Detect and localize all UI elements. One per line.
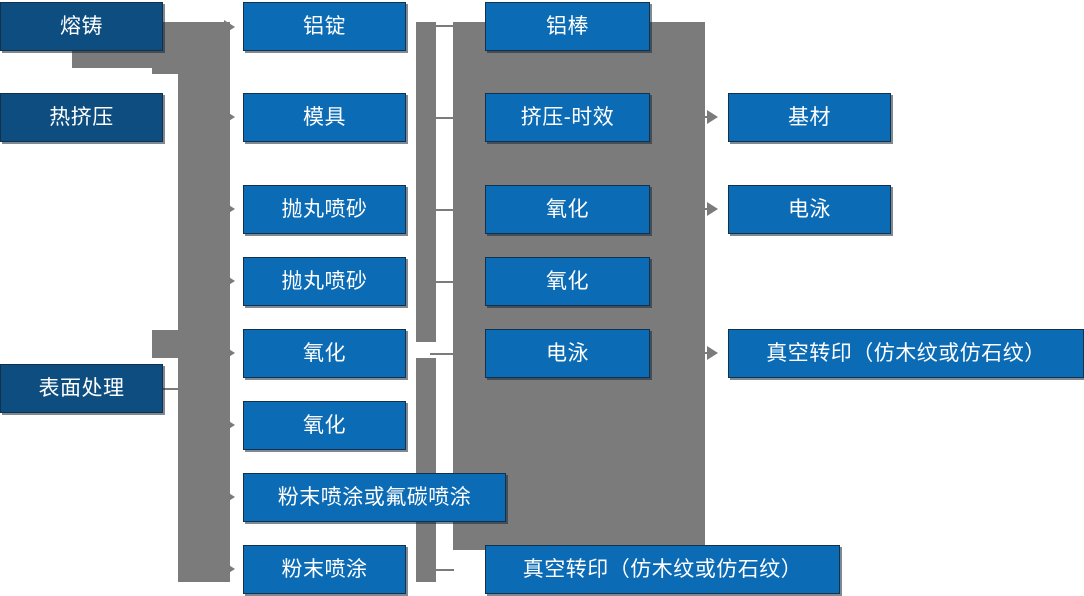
arrow-to-powder-or-fluorocarbon xyxy=(224,490,235,504)
node-oxidation-2[interactable]: 氧化 xyxy=(243,401,406,450)
node-oxidation-3[interactable]: 氧化 xyxy=(485,185,650,234)
arrow-to-electrophoresis-2 xyxy=(707,202,718,216)
node-label: 基材 xyxy=(788,106,831,129)
node-extrusion-aging[interactable]: 挤压-时效 xyxy=(485,93,650,142)
connector-stub-base-material xyxy=(697,116,709,118)
arrow-to-vacuum-transfer-right xyxy=(707,346,718,360)
node-shot-blasting-1[interactable]: 抛丸喷砂 xyxy=(243,185,406,234)
node-label: 氧化 xyxy=(546,198,589,221)
node-label: 模具 xyxy=(303,106,346,129)
connector-tooth-6 xyxy=(430,569,454,571)
node-label: 表面处理 xyxy=(38,377,125,400)
node-powder-coating[interactable]: 粉末喷涂 xyxy=(243,545,406,594)
node-label: 真空转印（仿木纹或仿石纹） xyxy=(522,558,803,581)
node-label: 电泳 xyxy=(546,342,589,365)
node-aluminum-ingot[interactable]: 铝锭 xyxy=(243,2,406,51)
node-mold[interactable]: 模具 xyxy=(243,93,406,142)
arrow-to-oxidation-2 xyxy=(224,418,235,432)
node-surface-treatment[interactable]: 表面处理 xyxy=(0,364,163,413)
connector-stub-vacuum-transfer xyxy=(697,352,709,354)
node-label: 挤压-时效 xyxy=(520,106,615,129)
node-base-material[interactable]: 基材 xyxy=(728,93,891,142)
connector-stub-electrophoresis-2 xyxy=(697,208,709,210)
connector-band-mid-bar xyxy=(416,22,436,342)
connector-tooth-1 xyxy=(430,25,454,27)
node-label: 铝锭 xyxy=(303,15,346,38)
node-label: 粉末喷涂 xyxy=(281,558,368,581)
arrow-to-base-material xyxy=(707,110,718,124)
node-oxidation-1[interactable]: 氧化 xyxy=(243,329,406,378)
node-aluminum-bar[interactable]: 铝棒 xyxy=(485,2,650,51)
connector-tooth-4 xyxy=(430,281,454,283)
node-electrophoresis-1[interactable]: 电泳 xyxy=(485,329,650,378)
arrow-to-mold xyxy=(224,110,235,124)
node-hot-extrusion[interactable]: 热挤压 xyxy=(0,93,163,142)
connector-band-left-main xyxy=(178,22,230,582)
arrow-to-oxidation-1 xyxy=(224,346,235,360)
node-label: 氧化 xyxy=(546,270,589,293)
connector-band-mid-bar-lower xyxy=(416,358,436,582)
node-label: 电泳 xyxy=(788,198,831,221)
node-melting-casting[interactable]: 熔铸 xyxy=(0,2,163,51)
arrow-to-powder-coating xyxy=(224,562,235,576)
node-label: 熔铸 xyxy=(60,15,103,38)
node-label: 铝棒 xyxy=(546,15,589,38)
node-vacuum-transfer-right[interactable]: 真空转印（仿木纹或仿石纹） xyxy=(728,329,1084,378)
node-label: 热挤压 xyxy=(49,106,114,129)
node-label: 真空转印（仿木纹或仿石纹） xyxy=(766,342,1046,365)
node-label: 抛丸喷砂 xyxy=(281,270,368,293)
node-label: 氧化 xyxy=(303,414,346,437)
node-vacuum-transfer-bottom[interactable]: 真空转印（仿木纹或仿石纹） xyxy=(485,545,840,594)
node-oxidation-4[interactable]: 氧化 xyxy=(485,257,650,306)
connector-tooth-3 xyxy=(430,209,454,211)
connector-tooth-2 xyxy=(430,117,454,119)
arrow-to-shot-blasting-2 xyxy=(224,274,235,288)
node-electrophoresis-2[interactable]: 电泳 xyxy=(728,185,891,234)
node-label: 氧化 xyxy=(303,342,346,365)
node-shot-blasting-2[interactable]: 抛丸喷砂 xyxy=(243,257,406,306)
node-powder-or-fluorocarbon[interactable]: 粉末喷涂或氟碳喷涂 xyxy=(243,473,506,522)
arrow-to-aluminum-ingot xyxy=(224,20,235,34)
arrow-to-shot-blasting-1 xyxy=(224,202,235,216)
connector-tooth-5 xyxy=(430,353,454,355)
connector-band-left-mid xyxy=(152,68,230,74)
connector-surface-treatment-stub xyxy=(160,388,184,390)
connector-band-left-lower xyxy=(152,330,230,358)
node-label: 抛丸喷砂 xyxy=(281,198,368,221)
node-label: 粉末喷涂或氟碳喷涂 xyxy=(277,486,472,509)
